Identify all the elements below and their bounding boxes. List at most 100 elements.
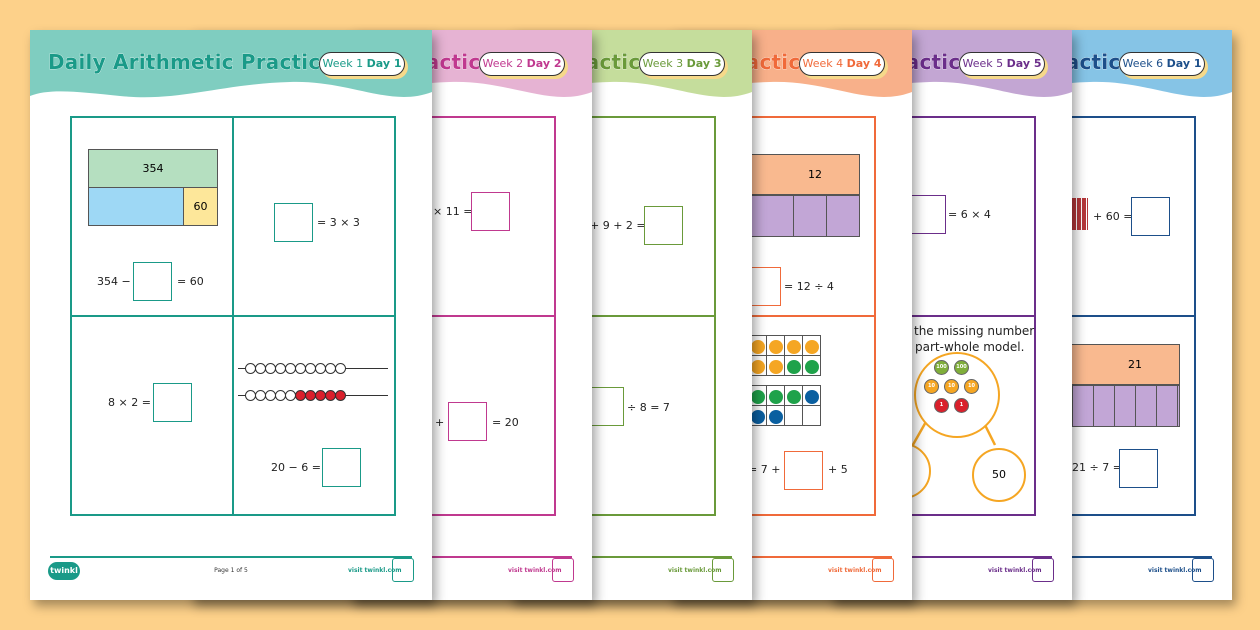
operator: + xyxy=(435,416,445,429)
quality-seal-icon xyxy=(872,558,894,582)
base-ten-rods-icon xyxy=(1072,198,1088,230)
counter-dot xyxy=(768,339,783,354)
week-label: Week 4 xyxy=(802,57,844,70)
ten-frame-cell xyxy=(802,385,821,406)
quality-seal-icon xyxy=(552,558,574,582)
sheet-1: Daily Arithmetic Practice Week 1 Day 1 t… xyxy=(30,30,432,600)
quality-seal-icon xyxy=(392,558,414,582)
quality-seal-icon xyxy=(1032,558,1054,582)
week-day-badge: Week 1 Day 1 xyxy=(319,52,405,76)
week-label: Week 3 xyxy=(642,57,684,70)
equation-right: = 3 × 3 xyxy=(317,216,360,229)
ten-frame-cell xyxy=(802,355,821,376)
header-wave xyxy=(30,30,432,98)
visit-link[interactable]: visit twinkl.com xyxy=(828,567,882,574)
answer-box[interactable] xyxy=(471,192,510,231)
ten-frame-cell xyxy=(766,385,785,406)
answer-box[interactable] xyxy=(644,206,683,245)
week-label: Week 6 xyxy=(1122,57,1164,70)
counter-dot xyxy=(786,359,801,374)
day-label: Day 5 xyxy=(1006,57,1042,70)
equation-left: + 9 + 2 = xyxy=(590,219,646,232)
visit-link[interactable]: visit twinkl.com xyxy=(988,567,1042,574)
ten-frame-cell xyxy=(748,355,767,376)
answer-box[interactable] xyxy=(1131,197,1170,236)
counter-dot xyxy=(786,339,801,354)
counter-dot xyxy=(804,389,819,404)
day-label: Day 2 xyxy=(526,57,562,70)
worksheet-title: Daily Arithmetic Practice xyxy=(48,50,335,75)
instruction-line-2: part-whole model. xyxy=(915,340,1025,354)
equation-left: 8 × 2 = xyxy=(108,396,151,409)
equation-right: = 12 ÷ 4 xyxy=(784,280,834,293)
counter-dot xyxy=(804,339,819,354)
equation-left: = 7 + xyxy=(748,463,781,476)
ten-frame-cell xyxy=(766,405,785,426)
week-day-badge: Week 4 Day 4 xyxy=(799,52,885,76)
week-day-badge: Week 6 Day 1 xyxy=(1119,52,1205,76)
question-grid xyxy=(70,116,396,516)
grid-divider xyxy=(72,315,394,317)
week-label: Week 1 xyxy=(322,57,364,70)
day-label: Day 1 xyxy=(1166,57,1202,70)
place-value-counter: 10 xyxy=(964,379,979,394)
week-day-badge: Week 2 Day 2 xyxy=(479,52,565,76)
visit-link[interactable]: visit twinkl.com xyxy=(348,567,402,574)
equation-right: = 60 xyxy=(177,275,204,288)
day-label: Day 1 xyxy=(366,57,402,70)
part-circle-known: 50 xyxy=(972,448,1026,502)
instruction-line-1: the missing number xyxy=(914,324,1035,338)
ten-frame-cell xyxy=(784,355,803,376)
answer-box[interactable] xyxy=(153,383,192,422)
answer-box[interactable] xyxy=(274,203,313,242)
counter-dot xyxy=(768,359,783,374)
footer-divider xyxy=(50,556,412,558)
visit-link[interactable]: visit twinkl.com xyxy=(1148,567,1202,574)
ten-frame-cell xyxy=(802,405,821,426)
counter-dot xyxy=(750,409,765,424)
bead-string xyxy=(238,360,388,401)
place-value-counter: 100 xyxy=(934,360,949,375)
answer-box[interactable] xyxy=(1119,449,1158,488)
place-value-counter: 1 xyxy=(934,398,949,413)
place-value-counter: 1 xyxy=(954,398,969,413)
equation-left: 21 ÷ 7 = xyxy=(1072,461,1122,474)
equation-left: × 11 = xyxy=(433,205,473,218)
twinkl-logo: twinkl xyxy=(48,562,80,580)
page-number: Page 1 of 5 xyxy=(214,567,248,574)
counter-dot xyxy=(786,389,801,404)
answer-box[interactable] xyxy=(133,262,172,301)
answer-box[interactable] xyxy=(322,448,361,487)
bar-known-part: 60 xyxy=(183,187,218,226)
bar-unknown-part xyxy=(88,187,184,226)
counter-dot xyxy=(750,339,765,354)
counter-dot xyxy=(750,359,765,374)
counter-dot xyxy=(804,359,819,374)
counter-dot xyxy=(768,409,783,424)
equation-left: + 60 = xyxy=(1093,210,1133,223)
equation-right: + 5 xyxy=(828,463,848,476)
equation-right: ÷ 8 = 7 xyxy=(627,401,670,414)
ten-frame-cell xyxy=(766,335,785,356)
week-day-badge: Week 5 Day 5 xyxy=(959,52,1045,76)
quality-seal-icon xyxy=(712,558,734,582)
equation-left: 20 − 6 = xyxy=(271,461,321,474)
ten-frame-cell xyxy=(784,385,803,406)
bead xyxy=(335,390,346,401)
day-label: Day 4 xyxy=(846,57,882,70)
place-value-counter: 10 xyxy=(944,379,959,394)
ten-frame-cell xyxy=(784,335,803,356)
day-label: Day 3 xyxy=(686,57,722,70)
visit-link[interactable]: visit twinkl.com xyxy=(508,567,562,574)
equation-right: = 6 × 4 xyxy=(948,208,991,221)
week-label: Week 2 xyxy=(482,57,524,70)
bead xyxy=(335,363,346,374)
visit-link[interactable]: visit twinkl.com xyxy=(668,567,722,574)
ten-frame-cell xyxy=(784,405,803,426)
week-label: Week 5 xyxy=(962,57,1004,70)
ten-frame-cell xyxy=(766,355,785,376)
answer-box[interactable] xyxy=(448,402,487,441)
answer-box[interactable] xyxy=(784,451,823,490)
place-value-counter: 100 xyxy=(954,360,969,375)
